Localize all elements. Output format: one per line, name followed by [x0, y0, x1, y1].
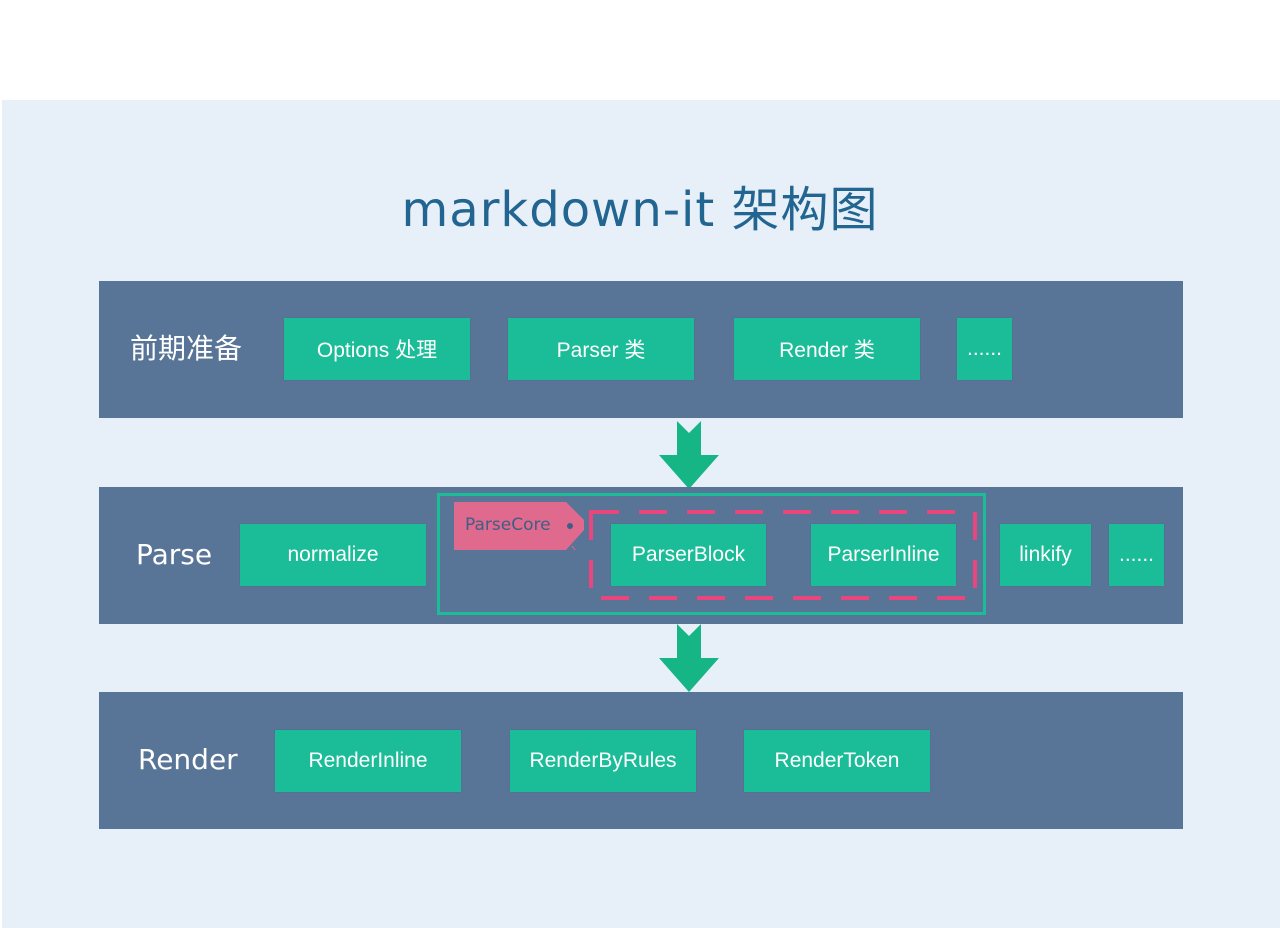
box-render-by-rules: RenderByRules	[510, 730, 696, 792]
box-normalize: normalize	[240, 524, 426, 586]
parsecore-dashed-group	[589, 510, 977, 600]
stage-prepare-label: 前期准备	[130, 332, 243, 365]
parsecore-tag-icon	[454, 502, 584, 550]
down-arrow-icon	[659, 421, 719, 489]
box-parser-inline: ParserInline	[811, 524, 956, 586]
parsecore-tag-label: ParseCore	[465, 515, 551, 535]
box-render-class: Render 类	[734, 318, 920, 380]
diagram-title: markdown-it 架构图	[401, 182, 879, 238]
stage-parse-label: Parse	[136, 538, 213, 571]
box-linkify: linkify	[1000, 524, 1091, 586]
parsecore-group	[437, 493, 986, 615]
box-render-token: RenderToken	[744, 730, 930, 792]
box-prepare-more: ......	[957, 318, 1012, 380]
box-parser-block: ParserBlock	[611, 524, 766, 586]
down-arrow-icon	[659, 624, 719, 692]
box-parse-more: ......	[1109, 524, 1164, 586]
box-options: Options 处理	[284, 318, 470, 380]
box-render-inline: RenderInline	[275, 730, 461, 792]
box-parser-class: Parser 类	[508, 318, 694, 380]
stage-render-label: Render	[138, 743, 238, 776]
